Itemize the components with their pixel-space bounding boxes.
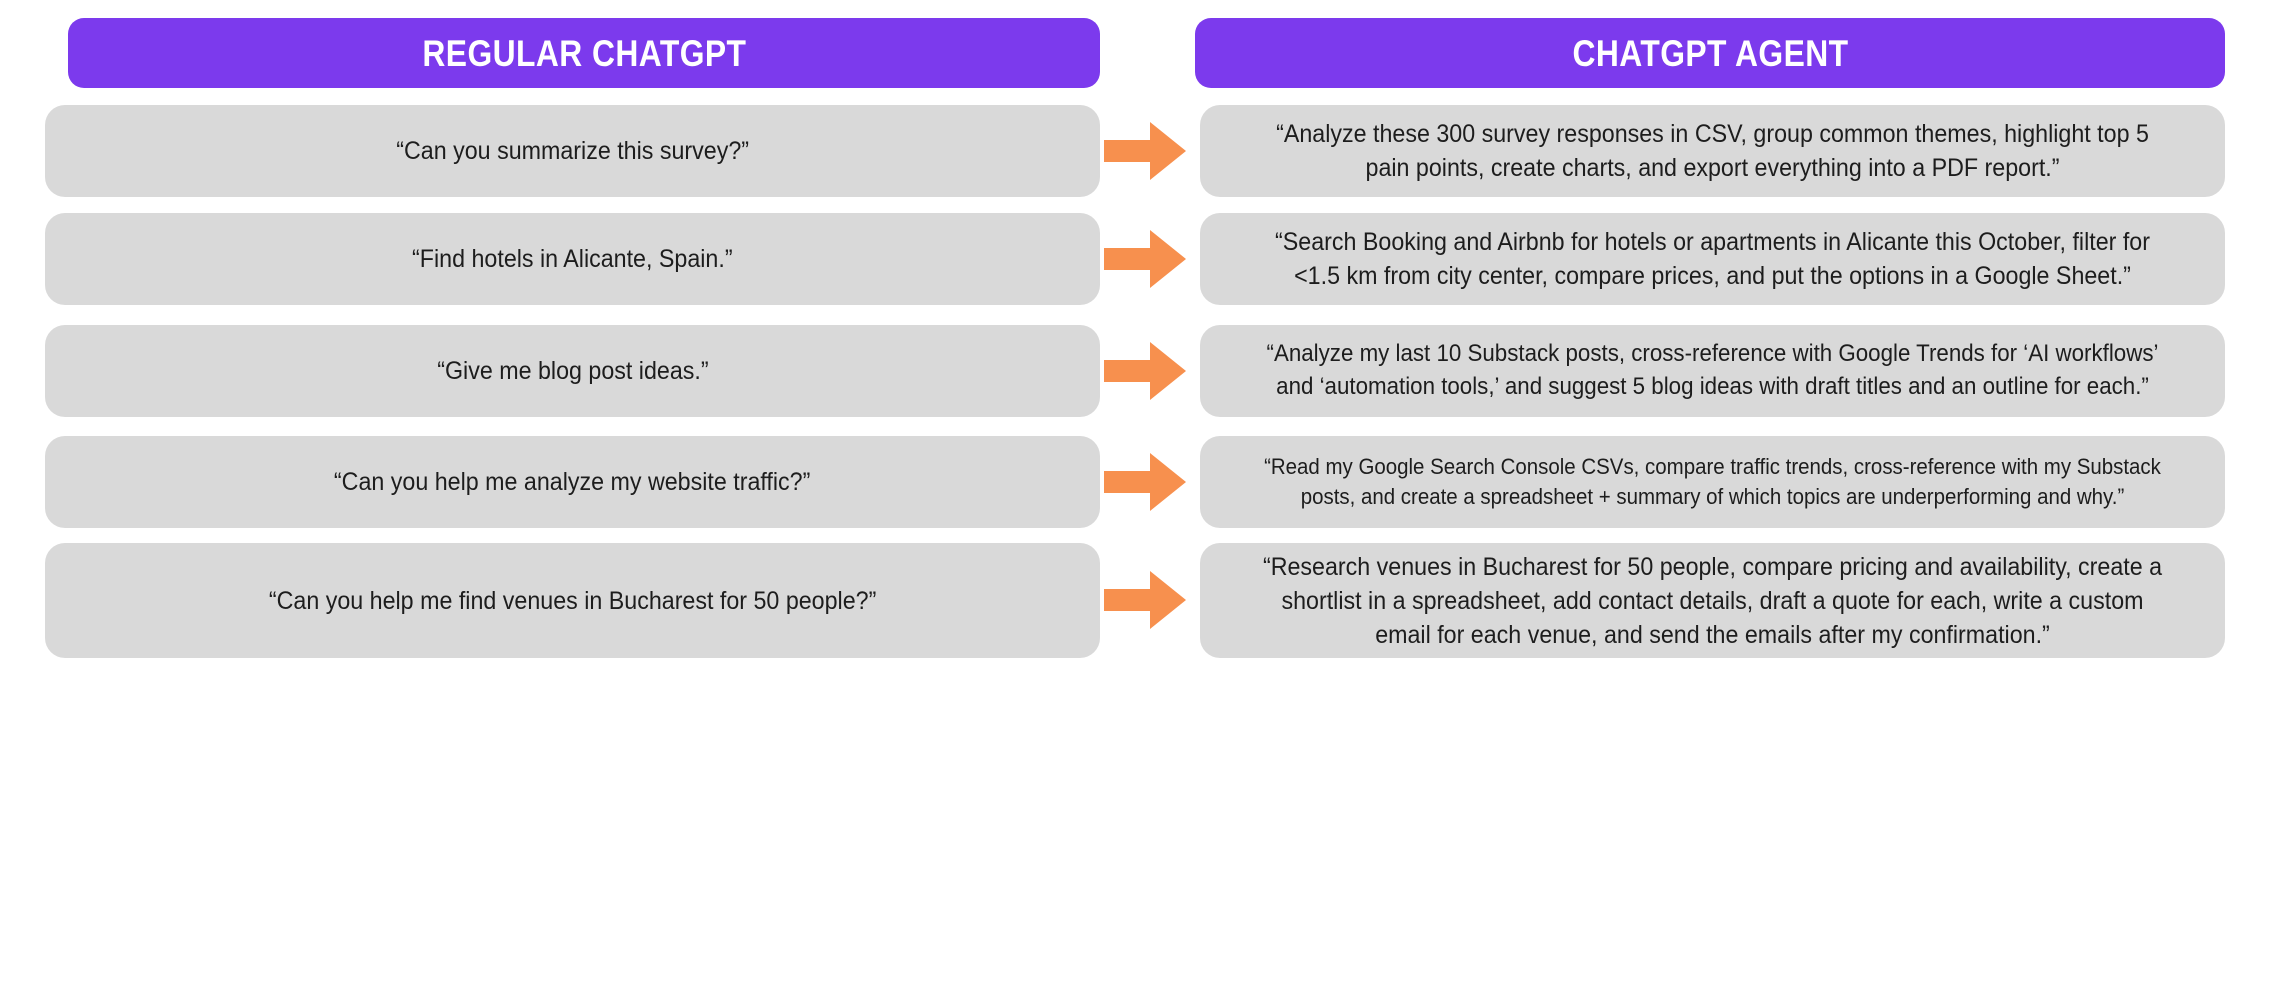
right-block-arrow-icon [1104, 122, 1186, 180]
column-header-chatgpt-agent: CHATGPT AGENT [1195, 18, 2225, 88]
prompt-card-agent: “Analyze these 300 survey responses in C… [1200, 105, 2225, 197]
prompt-text-agent: “Analyze these 300 survey responses in C… [1276, 120, 2149, 182]
prompt-card-regular: “Can you summarize this survey?” [45, 105, 1100, 197]
prompt-text-regular: “Can you help me find venues in Buchares… [268, 586, 877, 615]
column-header-regular-chatgpt: REGULAR CHATGPT [68, 18, 1100, 88]
prompt-text-regular: “Can you summarize this survey?” [396, 137, 749, 165]
prompt-card-regular: “Can you help me analyze my website traf… [45, 436, 1100, 528]
comparison-row: “Can you summarize this survey?” “Analyz… [0, 105, 2292, 197]
comparison-row: “Find hotels in Alicante, Spain.” “Searc… [0, 213, 2292, 305]
prompt-text-agent: “Analyze my last 10 Substack posts, cros… [1266, 340, 2159, 400]
comparison-row: “Can you help me analyze my website traf… [0, 436, 2292, 528]
prompt-card-agent: “Read my Google Search Console CSVs, com… [1200, 436, 2225, 528]
prompt-text-regular: “Give me blog post ideas.” [436, 357, 709, 385]
prompt-text-regular: “Can you help me analyze my website traf… [334, 468, 811, 496]
prompt-card-regular: “Can you help me find venues in Buchares… [45, 543, 1100, 658]
prompt-text-regular: “Find hotels in Alicante, Spain.” [412, 245, 733, 273]
prompt-card-agent: “Analyze my last 10 Substack posts, cros… [1200, 325, 2225, 417]
comparison-row: “Give me blog post ideas.” “Analyze my l… [0, 325, 2292, 417]
prompt-text-agent: “Read my Google Search Console CSVs, com… [1264, 454, 2161, 509]
prompt-card-regular: “Find hotels in Alicante, Spain.” [45, 213, 1100, 305]
right-block-arrow-icon [1104, 571, 1186, 629]
prompt-text-agent: “Research venues in Bucharest for 50 peo… [1262, 552, 2163, 649]
column-header-right-label: CHATGPT AGENT [1571, 32, 1849, 74]
comparison-row: “Can you help me find venues in Buchares… [0, 543, 2292, 658]
column-header-row: REGULAR CHATGPT CHATGPT AGENT [0, 18, 2292, 88]
right-block-arrow-icon [1104, 453, 1186, 511]
prompt-card-regular: “Give me blog post ideas.” [45, 325, 1100, 417]
prompt-text-agent: “Search Booking and Airbnb for hotels or… [1275, 228, 2150, 290]
prompt-card-agent: “Search Booking and Airbnb for hotels or… [1200, 213, 2225, 305]
column-header-left-label: REGULAR CHATGPT [421, 32, 747, 74]
prompt-card-agent: “Research venues in Bucharest for 50 peo… [1200, 543, 2225, 658]
right-block-arrow-icon [1104, 342, 1186, 400]
right-block-arrow-icon [1104, 230, 1186, 288]
